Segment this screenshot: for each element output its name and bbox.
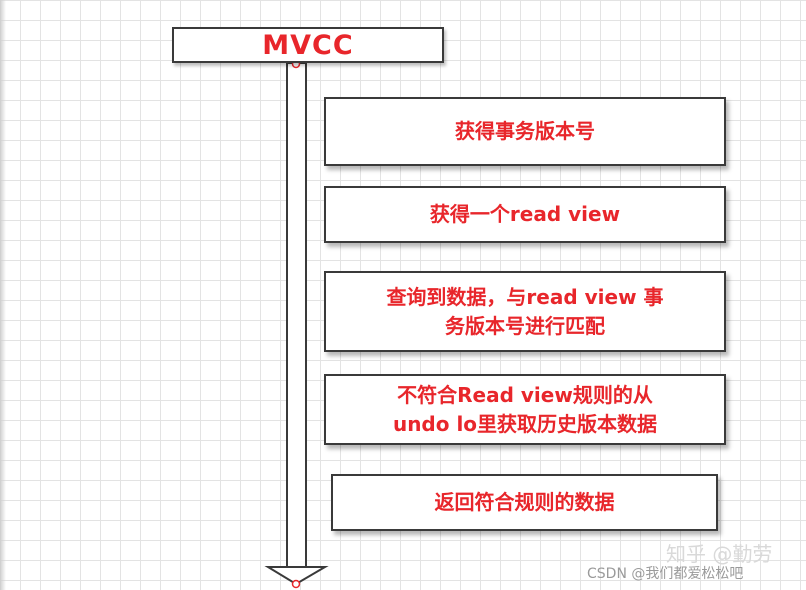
step-box-2: 获得一个read view <box>324 186 726 243</box>
diagram-title: MVCC <box>262 29 354 61</box>
zhihu-watermark: 知乎 @勤劳 <box>666 542 773 566</box>
left-edge-shadow <box>0 0 6 590</box>
step-label-1: 获得事务版本号 <box>455 119 595 143</box>
step-label-4: 不符合Read view规则的从 undo lo里获取历史版本数据 <box>392 382 658 436</box>
step-label-3: 查询到数据，与read view 事 务版本号进行匹配 <box>386 284 664 338</box>
step-label-5: 返回符合规则的数据 <box>434 490 615 514</box>
arrow-head <box>264 566 329 586</box>
step-box-4: 不符合Read view规则的从 undo lo里获取历史版本数据 <box>324 374 726 445</box>
step-box-5: 返回符合规则的数据 <box>331 474 718 531</box>
csdn-watermark: CSDN @我们都爱松松吧 <box>587 566 744 582</box>
step-label-2: 获得一个read view <box>429 202 621 226</box>
connector-dot-bottom <box>291 579 301 589</box>
arrow-shaft <box>286 62 307 570</box>
step-box-1: 获得事务版本号 <box>324 97 726 166</box>
step-box-3: 查询到数据，与read view 事 务版本号进行匹配 <box>324 271 726 352</box>
title-box: MVCC <box>172 27 444 63</box>
